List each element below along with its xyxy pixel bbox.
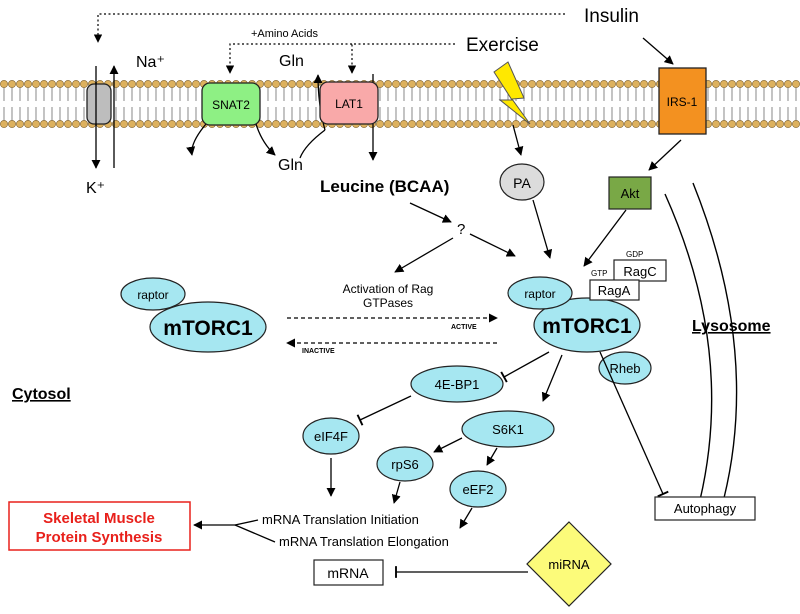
mrna-label: mRNA bbox=[327, 565, 369, 581]
mtorc1-left-label: mTORC1 bbox=[163, 317, 253, 340]
cytosol-label: Cytosol bbox=[12, 386, 71, 403]
mtorc1-left bbox=[149, 301, 267, 353]
leucine-label: Leucine (BCAA) bbox=[320, 177, 449, 196]
s6k1-label: S6K1 bbox=[492, 422, 524, 437]
rag-activation-line1: Activation of Rag bbox=[343, 282, 434, 296]
gln-top-label: Gln bbox=[279, 53, 304, 70]
lat1-transporter bbox=[319, 81, 379, 125]
akt-node bbox=[608, 176, 652, 210]
pa-label: PA bbox=[513, 175, 531, 191]
raptor-right-label: raptor bbox=[524, 287, 555, 301]
rheb-label: Rheb bbox=[609, 361, 640, 376]
4ebp1-label: 4E-BP1 bbox=[435, 377, 480, 392]
synthesis-line2: Protein Synthesis bbox=[36, 529, 163, 546]
rps6-label: rpS6 bbox=[391, 457, 418, 472]
question-mark: ? bbox=[457, 221, 465, 238]
pa-node bbox=[499, 163, 545, 201]
raga-label: RagA bbox=[598, 283, 631, 298]
na-k-channel bbox=[86, 83, 112, 125]
k-label: K⁺ bbox=[86, 180, 105, 197]
gdp-label: GDP bbox=[626, 250, 643, 259]
raga-box bbox=[589, 279, 640, 301]
eef2-label: eEF2 bbox=[462, 482, 493, 497]
protein-synthesis-box bbox=[8, 501, 191, 551]
ragc-label: RagC bbox=[623, 264, 656, 279]
gtp-label: GTP bbox=[591, 269, 607, 278]
irs1-receptor bbox=[658, 67, 707, 135]
translation-elongation-label: mRNA Translation Elongation bbox=[279, 534, 449, 549]
translation-initiation-label: mRNA Translation Initiation bbox=[262, 512, 419, 527]
lysosome-membrane bbox=[664, 182, 738, 501]
eef2-node bbox=[449, 470, 507, 508]
ragc-box bbox=[613, 259, 667, 282]
snat2-label: SNAT2 bbox=[212, 98, 250, 112]
rps6-node bbox=[376, 446, 434, 482]
autophagy-box bbox=[654, 496, 756, 521]
snat2-transporter bbox=[201, 82, 261, 126]
eif4f-node bbox=[302, 417, 360, 455]
irs1-label: IRS-1 bbox=[667, 95, 698, 109]
active-label: ACTIVE bbox=[451, 324, 477, 331]
eif4f-label: eIF4F bbox=[314, 429, 348, 444]
exercise-bolt-icon bbox=[493, 61, 531, 125]
exercise-label: Exercise bbox=[466, 35, 539, 56]
gln-bottom-label: Gln bbox=[278, 157, 303, 174]
akt-label: Akt bbox=[621, 186, 640, 201]
mirna-node bbox=[526, 521, 612, 607]
mtorc1-right bbox=[533, 297, 641, 353]
s6k1-node bbox=[461, 410, 555, 448]
rag-activation-line2: GTPases bbox=[363, 296, 413, 310]
lat1-label: LAT1 bbox=[335, 97, 363, 111]
mtorc1-right-label: mTORC1 bbox=[542, 315, 632, 338]
raptor-left-label: raptor bbox=[137, 288, 168, 302]
raptor-left bbox=[120, 277, 186, 311]
inactive-label: INACTIVE bbox=[302, 348, 335, 355]
4ebp1-node bbox=[410, 365, 504, 403]
synthesis-line1: Skeletal Muscle bbox=[43, 510, 155, 527]
mirna-label: miRNA bbox=[548, 557, 589, 572]
lysosome-label: Lysosome bbox=[692, 318, 771, 335]
raptor-right bbox=[507, 276, 573, 310]
na-label: Na⁺ bbox=[136, 54, 165, 71]
mrna-box bbox=[313, 559, 384, 586]
insulin-label: Insulin bbox=[584, 6, 639, 27]
dotted-signal-lines bbox=[93, 13, 565, 74]
autophagy-label: Autophagy bbox=[674, 501, 737, 516]
rheb-node bbox=[598, 351, 652, 385]
amino-acids-label: +Amino Acids bbox=[251, 28, 318, 40]
